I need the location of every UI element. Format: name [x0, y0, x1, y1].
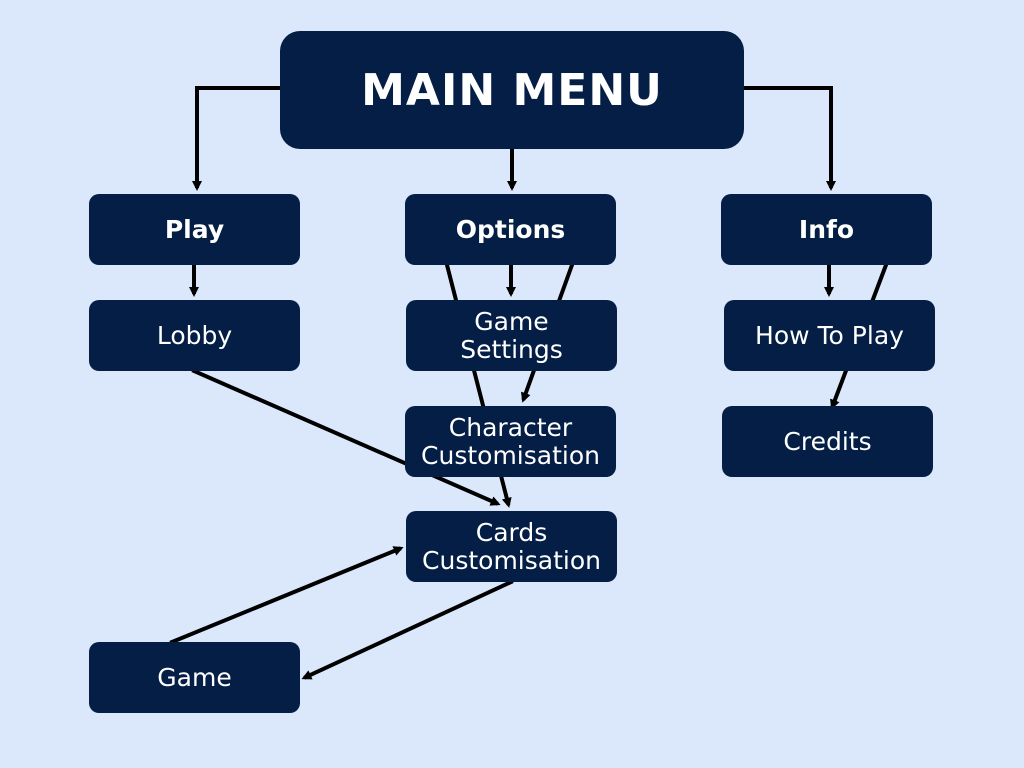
- info-label: Info: [798, 215, 855, 244]
- edge-main-to-play: [192, 86, 282, 191]
- how-to-play-label: How To Play: [755, 320, 904, 350]
- game-settings-node: Game Settings: [406, 300, 617, 371]
- edge-game-to-cards: [169, 546, 404, 645]
- edge-cards-to-game: [301, 579, 514, 680]
- game-node: Game: [89, 642, 300, 713]
- info-node: Info: [721, 194, 932, 265]
- main-menu-node: MAIN MENU: [280, 31, 744, 149]
- game-settings-label-line-1: Game: [474, 306, 549, 336]
- lobby-node: Lobby: [89, 300, 300, 371]
- options-label: Options: [455, 215, 566, 244]
- edge-lobby-to-cards: [191, 368, 501, 506]
- character-customisation-label-line-1: Character: [448, 412, 573, 442]
- cards-customisation-label-line-1: Cards: [475, 517, 548, 547]
- play-label: Play: [164, 215, 225, 244]
- how-to-play-node: How To Play: [724, 300, 935, 371]
- game-label: Game: [157, 662, 232, 692]
- character-customisation-node: Character Customisation: [405, 406, 616, 477]
- options-node: Options: [405, 194, 616, 265]
- lobby-label: Lobby: [156, 320, 233, 350]
- credits-node: Credits: [722, 406, 933, 477]
- credits-label: Credits: [783, 426, 872, 456]
- play-node: Play: [89, 194, 300, 265]
- cards-customisation-node: Cards Customisation: [406, 511, 617, 582]
- game-settings-label-line-2: Settings: [460, 334, 563, 364]
- edge-main-to-info: [742, 86, 836, 191]
- character-customisation-label-line-2: Customisation: [421, 440, 600, 470]
- cards-customisation-label-line-2: Customisation: [422, 545, 601, 575]
- main-menu-label: MAIN MENU: [361, 64, 663, 116]
